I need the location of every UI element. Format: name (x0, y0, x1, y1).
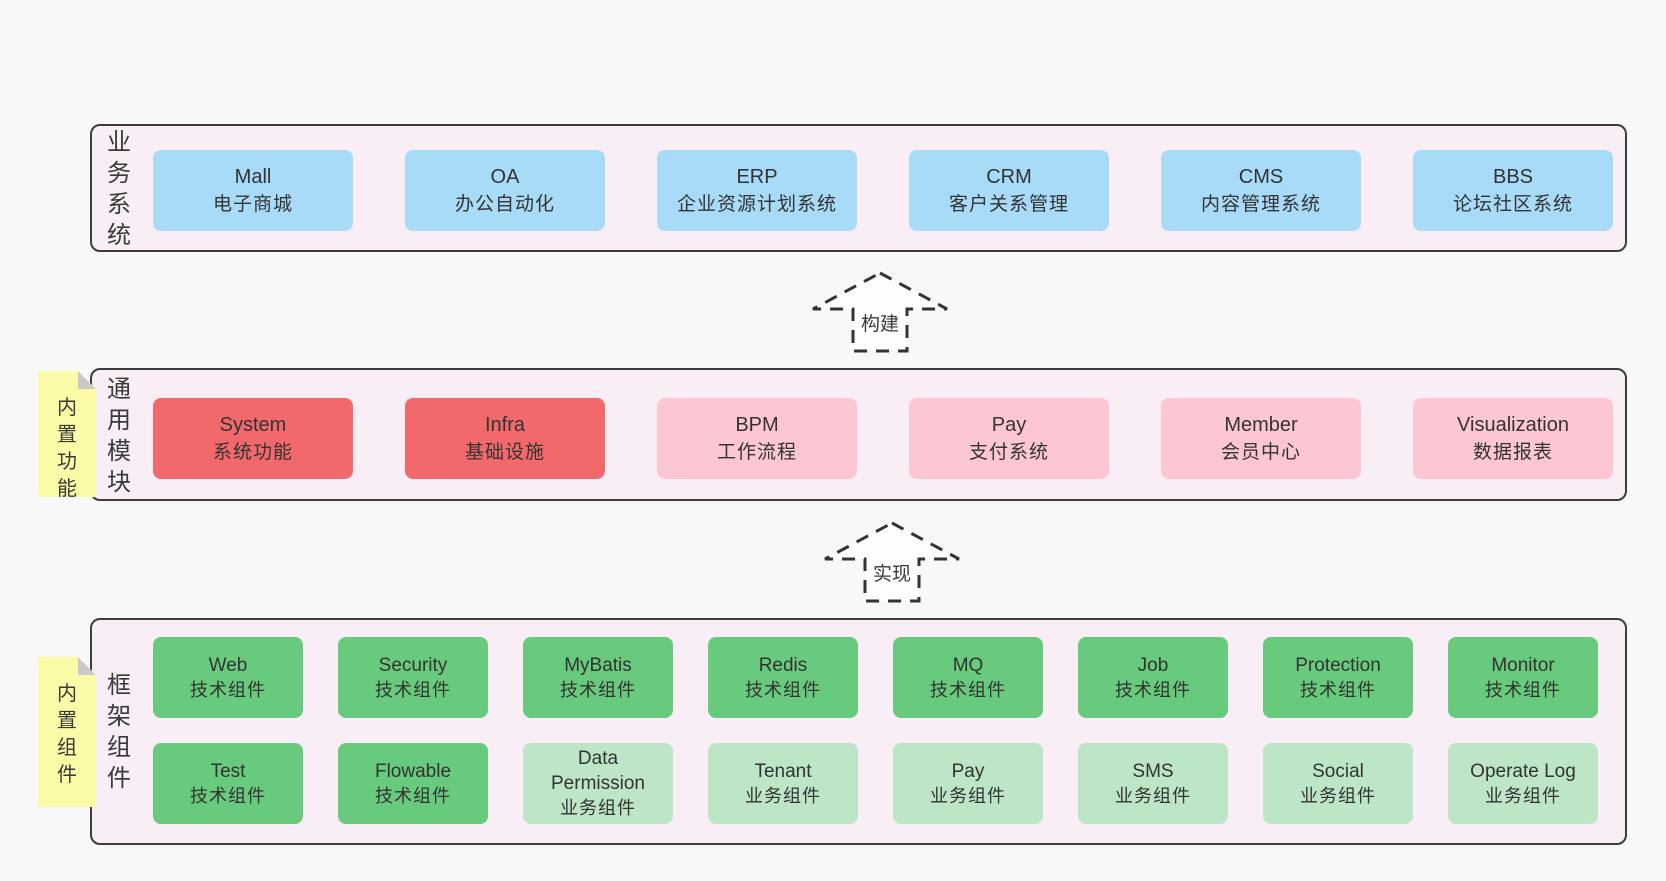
sticky-built-in-features: 内置功能 (38, 371, 96, 497)
box-oa: OA 办公自动化 (405, 150, 605, 231)
box-security: Security 技术组件 (338, 637, 488, 718)
box-tenant: Tenant 业务组件 (708, 743, 858, 824)
box-sms: SMS 业务组件 (1078, 743, 1228, 824)
box-bbs: BBS 论坛社区系统 (1413, 150, 1613, 231)
box-member: Member 会员中心 (1161, 398, 1361, 479)
box-bpm: BPM 工作流程 (657, 398, 857, 479)
box-redis: Redis 技术组件 (708, 637, 858, 718)
box-infra: Infra 基础设施 (405, 398, 605, 479)
box-mall: Mall 电子商城 (153, 150, 353, 231)
arrow-build: 构建 (810, 270, 950, 354)
box-visualization: Visualization 数据报表 (1413, 398, 1613, 479)
box-data-permission: Data Permission 业务组件 (523, 743, 673, 824)
arrow-implement-label: 实现 (869, 558, 915, 587)
box-social: Social 业务组件 (1263, 743, 1413, 824)
box-mybatis: MyBatis 技术组件 (523, 637, 673, 718)
box-job: Job 技术组件 (1078, 637, 1228, 718)
layer-label-business-systems: 业务系统 (107, 129, 131, 249)
box-crm: CRM 客户关系管理 (909, 150, 1109, 231)
box-pay-component: Pay 业务组件 (893, 743, 1043, 824)
box-flowable: Flowable 技术组件 (338, 743, 488, 824)
arrow-implement: 实现 (822, 520, 962, 604)
box-operate-log: Operate Log 业务组件 (1448, 743, 1598, 824)
box-system: System 系统功能 (153, 398, 353, 479)
box-mq: MQ 技术组件 (893, 637, 1043, 718)
sticky-built-in-components: 内置组件 (38, 657, 96, 807)
arrow-build-label: 构建 (857, 308, 903, 337)
box-pay-module: Pay 支付系统 (909, 398, 1109, 479)
box-test: Test 技术组件 (153, 743, 303, 824)
box-protection: Protection 技术组件 (1263, 637, 1413, 718)
layer-label-common-modules: 通用模块 (107, 376, 131, 496)
box-erp: ERP 企业资源计划系统 (657, 150, 857, 231)
box-cms: CMS 内容管理系统 (1161, 150, 1361, 231)
box-web: Web 技术组件 (153, 637, 303, 718)
layer-label-framework-components: 框架组件 (107, 672, 131, 792)
box-monitor: Monitor 技术组件 (1448, 637, 1598, 718)
